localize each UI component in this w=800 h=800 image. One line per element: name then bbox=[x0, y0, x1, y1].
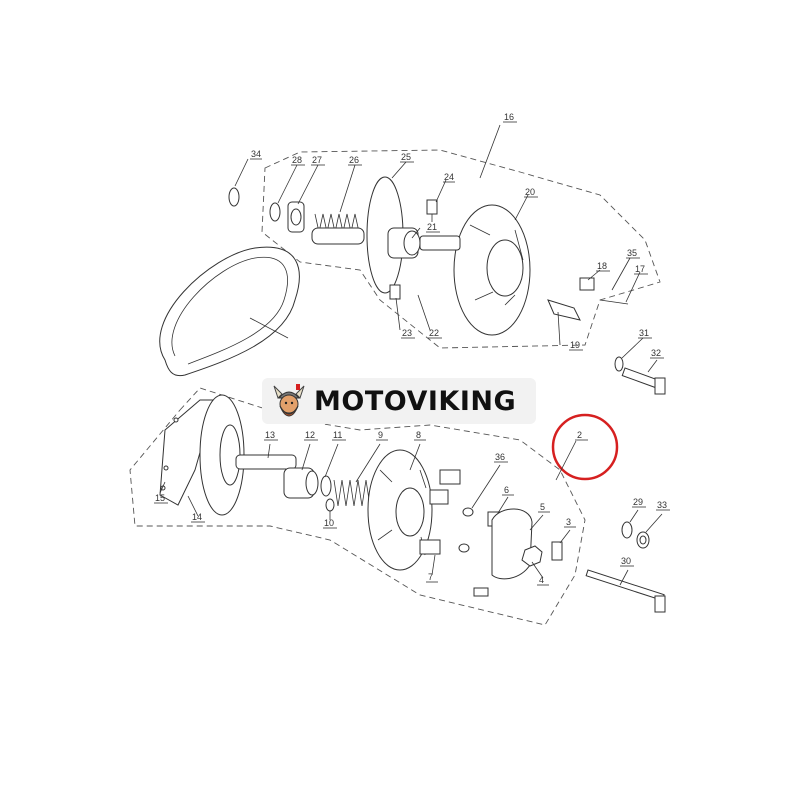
part-9-spring bbox=[333, 479, 371, 507]
callout-30: 30 bbox=[621, 556, 631, 566]
highlight-part-2: 2 bbox=[551, 413, 619, 481]
callout-14: 14 bbox=[192, 512, 202, 522]
callout-27: 27 bbox=[312, 155, 322, 165]
part-3-bushing bbox=[551, 541, 563, 561]
part-29-washer bbox=[621, 521, 633, 539]
part-4-nut bbox=[521, 545, 543, 567]
callout-23: 23 bbox=[402, 328, 412, 338]
callout-8: 8 bbox=[416, 430, 421, 440]
part-17-pin bbox=[599, 299, 629, 305]
callout-19: 19 bbox=[570, 340, 580, 350]
callout-16: 16 bbox=[504, 112, 514, 122]
callout-2: 2 bbox=[577, 430, 582, 440]
callout-9: 9 bbox=[378, 430, 383, 440]
highlight-circle bbox=[551, 413, 619, 481]
callout-36: 36 bbox=[495, 452, 505, 462]
part-33-nut bbox=[636, 531, 650, 549]
callout-10: 10 bbox=[324, 518, 334, 528]
part-27-bushing bbox=[287, 201, 305, 233]
part-8-movable-sheave bbox=[367, 449, 433, 571]
callout-4: 4 bbox=[539, 575, 544, 585]
part-7-roller-weights bbox=[419, 469, 489, 597]
callout-6: 6 bbox=[504, 485, 509, 495]
callout-25: 25 bbox=[401, 152, 411, 162]
callout-24: 24 bbox=[444, 172, 454, 182]
callout-labels: 34 28 27 26 25 24 20 16 21 18 35 17 23 2… bbox=[154, 112, 670, 586]
part-31-washer bbox=[614, 356, 624, 372]
part-11-ring bbox=[320, 475, 332, 497]
callout-5: 5 bbox=[540, 502, 545, 512]
part-28-bearing bbox=[269, 202, 281, 222]
part-30-long-bolt bbox=[585, 569, 666, 613]
part-10-washer bbox=[325, 498, 335, 512]
callout-17: 17 bbox=[635, 264, 645, 274]
callout-26: 26 bbox=[349, 155, 359, 165]
part-5-ramp-plate bbox=[491, 508, 533, 580]
part-23-bolt bbox=[389, 284, 401, 300]
callout-15: 15 bbox=[155, 493, 165, 503]
brand-banner: MOTOVIKING bbox=[262, 378, 536, 424]
callout-34: 34 bbox=[251, 149, 261, 159]
callout-3: 3 bbox=[566, 517, 571, 527]
callout-31: 31 bbox=[639, 328, 649, 338]
callout-12: 12 bbox=[305, 430, 315, 440]
leader-lines bbox=[159, 124, 663, 586]
callout-11: 11 bbox=[333, 430, 342, 440]
part-18-slider bbox=[579, 277, 595, 291]
lower-assembly-outline bbox=[129, 387, 586, 626]
callout-21: 21 bbox=[427, 222, 437, 232]
callout-29: 29 bbox=[633, 497, 643, 507]
callout-7: 7 bbox=[428, 572, 433, 582]
callout-28: 28 bbox=[292, 155, 302, 165]
part-12-bearing bbox=[283, 467, 319, 499]
callout-33: 33 bbox=[657, 500, 667, 510]
viking-head-icon bbox=[273, 384, 305, 417]
part-36-roller bbox=[458, 507, 474, 553]
brand-name: MOTOVIKING bbox=[314, 385, 517, 417]
part-26-spring bbox=[311, 213, 365, 245]
callout-32: 32 bbox=[651, 348, 661, 358]
callout-18: 18 bbox=[597, 261, 607, 271]
part-19-ramp bbox=[547, 299, 581, 321]
part-24-bolt bbox=[426, 199, 438, 222]
drive-belt bbox=[159, 246, 300, 377]
part-13-shaft bbox=[235, 454, 297, 470]
callout-35: 35 bbox=[627, 248, 637, 258]
part-32-bolt bbox=[621, 367, 666, 395]
callout-22: 22 bbox=[429, 328, 439, 338]
part-21-shaft bbox=[419, 235, 461, 251]
callout-13: 13 bbox=[265, 430, 275, 440]
part-14-fixed-sheave bbox=[199, 394, 245, 516]
callout-20: 20 bbox=[525, 187, 535, 197]
part-34-o-ring bbox=[228, 187, 240, 207]
part-20-movable-sheave bbox=[453, 204, 531, 336]
part-25-fixed-sheave bbox=[366, 176, 421, 294]
